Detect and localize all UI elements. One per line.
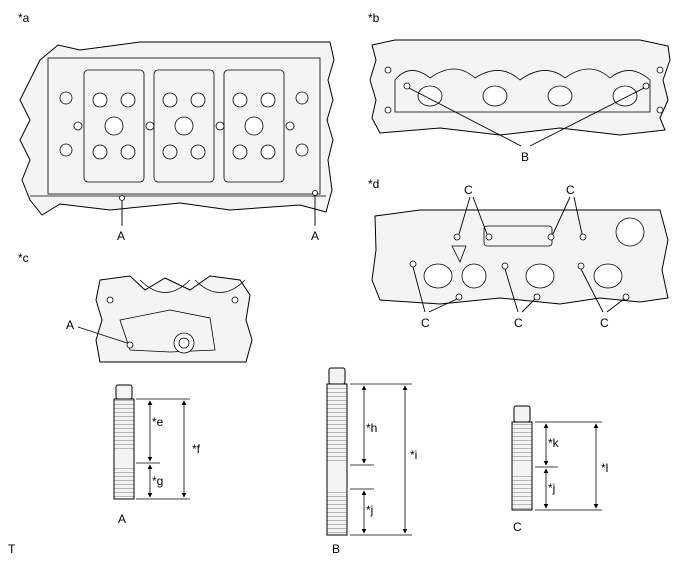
view-b-callout-b: B [521, 150, 529, 164]
view-d-cylinder-head-intake: *d C C C C C [368, 177, 669, 330]
stud-a-name: A [118, 512, 126, 526]
view-b-stud-left [403, 82, 411, 90]
view-d-stud-6 [455, 293, 463, 301]
view-a-callout-a-right: A [311, 229, 319, 243]
view-d-stud-5 [409, 260, 417, 268]
view-d-callout-c-top-right: C [566, 183, 575, 197]
stud-c-name: C [513, 520, 522, 534]
view-a-bolt-holes [59, 91, 309, 160]
view-a-label: *a [18, 11, 30, 25]
stud-c-dim-j: *j [548, 481, 555, 495]
view-a-stud-a-right [312, 190, 318, 196]
view-d-stud-8 [533, 293, 541, 301]
stud-b-name: B [332, 542, 340, 556]
view-c-label: *c [18, 251, 29, 265]
view-a-stud-a-left [119, 195, 125, 201]
stud-a-dim-e: *e [152, 415, 164, 429]
stud-bolt-a: *e *g *f A [113, 384, 201, 526]
view-b-cylinder-head-side: *b B [368, 11, 671, 164]
view-b-label: *b [368, 11, 380, 25]
view-d-stud-10 [622, 293, 630, 301]
view-c-cylinder-head-end: *c A [18, 251, 253, 363]
view-c-callout-a: A [66, 318, 74, 332]
view-d-callout-c-bottom-2: C [514, 316, 523, 330]
view-b-stud-right [642, 82, 650, 90]
view-d-callout-c-bottom-3: C [600, 316, 609, 330]
view-d-stud-4 [579, 233, 587, 241]
stud-b-dim-i: *i [410, 448, 417, 462]
stud-c-dim-k: *k [548, 436, 560, 450]
stud-b-dim-j: *j [366, 503, 373, 517]
view-c-stud-a [126, 341, 134, 349]
view-d-callout-c-bottom-1: C [421, 316, 430, 330]
view-d-stud-2 [485, 233, 493, 241]
stud-b-dim-h: *h [366, 421, 377, 435]
stud-a-dim-g: *g [152, 474, 163, 488]
view-d-callout-c-top-left: C [464, 183, 473, 197]
stud-a-dim-f: *f [192, 442, 201, 456]
corner-mark: T [8, 542, 16, 556]
view-d-stud-3 [547, 233, 555, 241]
stud-c-dim-l: *l [601, 461, 608, 475]
stud-bolt-c: *k *j *l C [511, 405, 608, 534]
stud-bolt-b: *h *j *i B [326, 367, 417, 556]
view-d-stud-9 [577, 262, 585, 270]
view-d-stud-1 [453, 233, 461, 241]
view-d-label: *d [368, 177, 379, 191]
view-a-callout-a-left: A [117, 229, 125, 243]
view-d-stud-7 [501, 262, 509, 270]
view-a-cylinder-head-top: *a A A [18, 11, 335, 243]
